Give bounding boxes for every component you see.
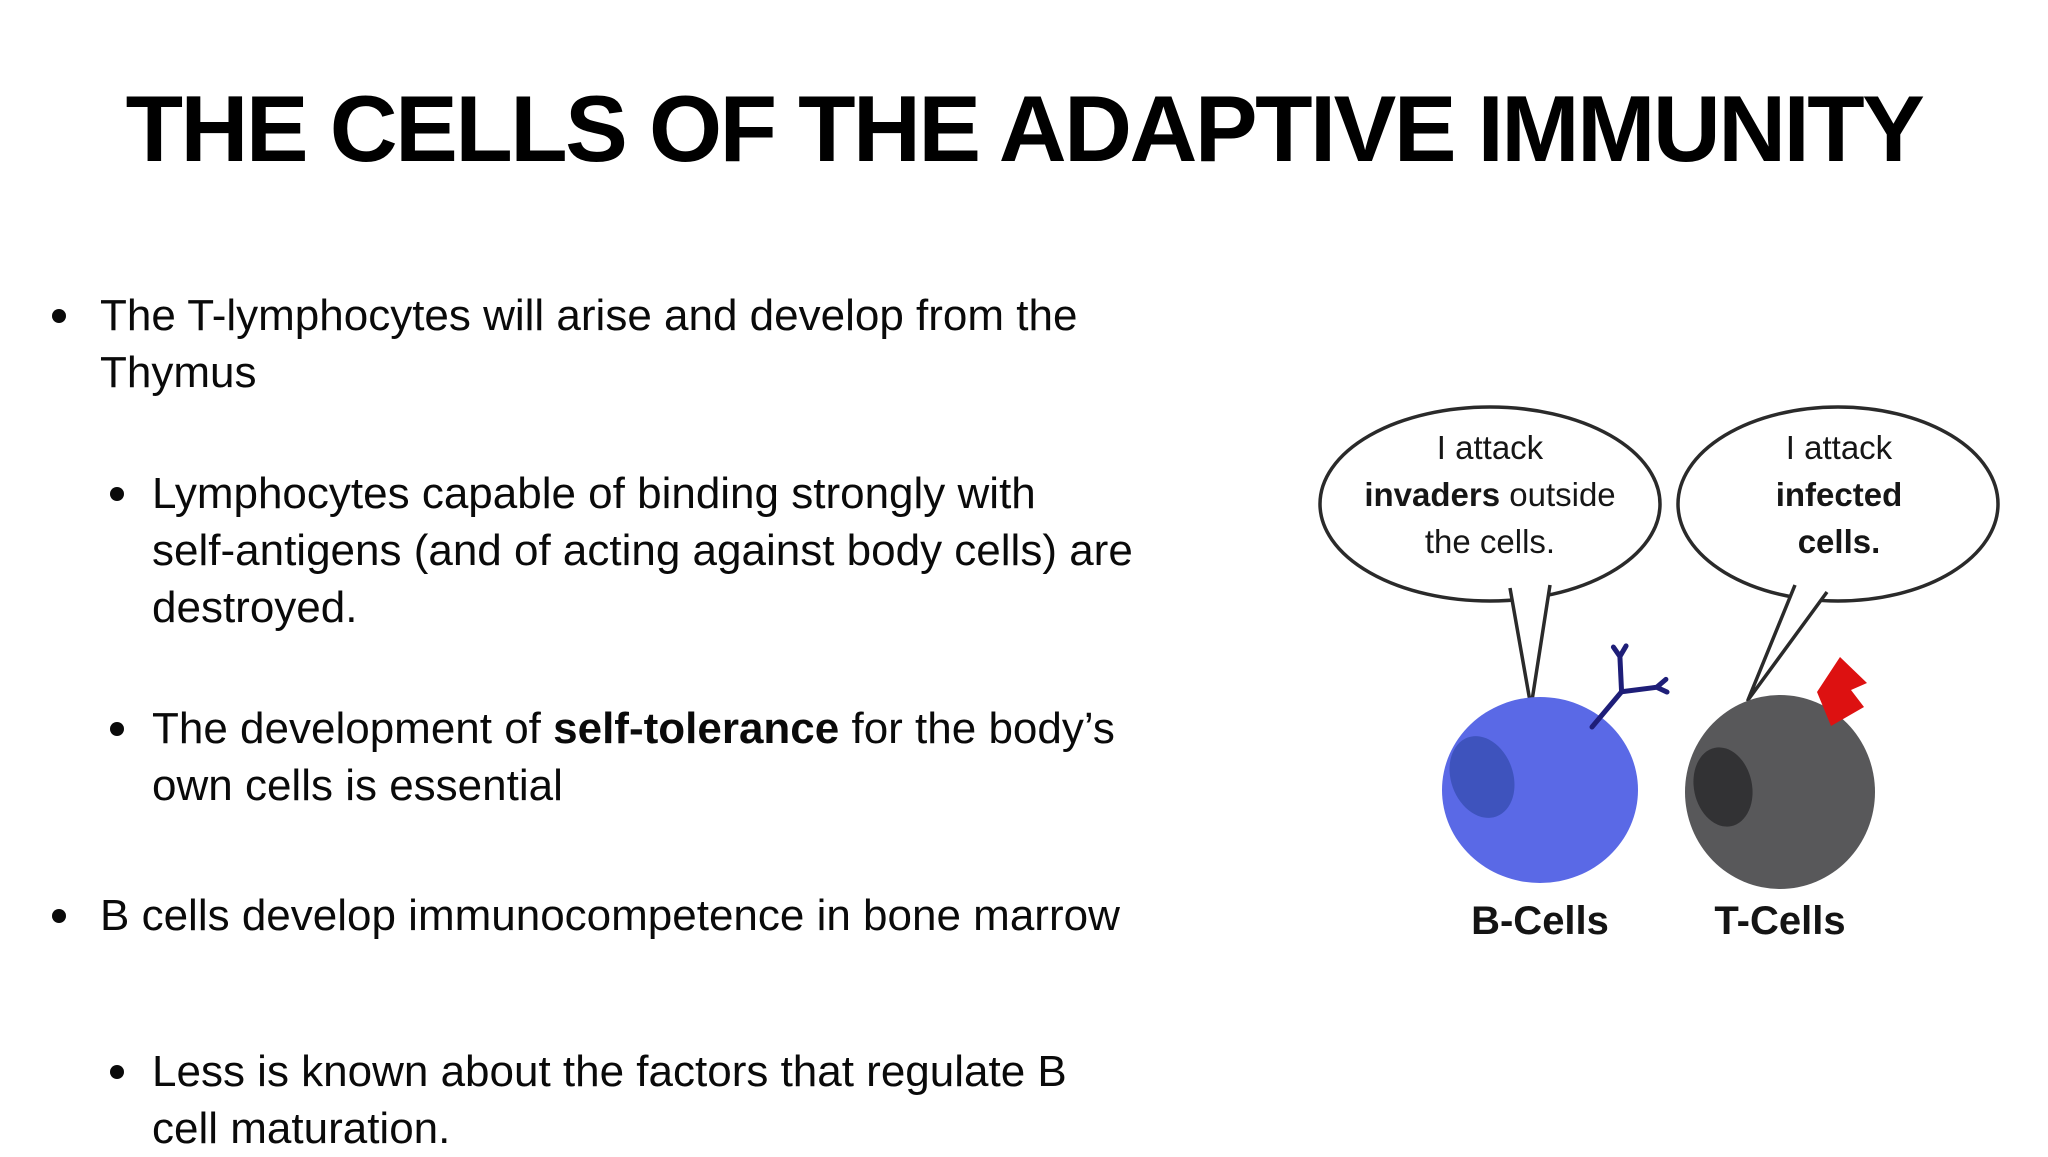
bullet-dot xyxy=(52,309,66,323)
t-cell-shape xyxy=(1685,695,1875,889)
bullet-line: Thymus xyxy=(100,348,257,397)
speech-bubble-b xyxy=(1318,405,1662,603)
bold-cells: cells. xyxy=(1797,523,1881,560)
speech-bubble-t-tail xyxy=(1746,584,1829,702)
t-cell-nucleus xyxy=(1693,747,1753,827)
bullet-line: own cells is essential xyxy=(152,761,563,810)
bullet-dot xyxy=(110,487,124,501)
bullet-line: self-antigens (and of acting against bod… xyxy=(152,526,1133,575)
bold-self-tolerance: self-tolerance xyxy=(553,704,840,753)
bt-cells-diagram xyxy=(1318,405,2000,889)
bullet-line: The T-lymphocytes will arise and develop… xyxy=(100,291,1078,340)
bullet-line: Less is known about the factors that reg… xyxy=(152,1047,1067,1096)
speech-bubble-b-tail xyxy=(1508,584,1552,709)
bullet-line: cell maturation. xyxy=(152,1104,451,1153)
bold-infected: infected xyxy=(1775,476,1903,513)
b-bubble-text: I attack invaders outside the cells. xyxy=(1364,429,1616,560)
bullet-dot xyxy=(52,909,66,923)
bold-invaders: invaders xyxy=(1364,476,1501,513)
bullet-line: destroyed. xyxy=(152,583,358,632)
antigen-flag-icon xyxy=(1817,657,1867,726)
b-cells-label: B-Cells xyxy=(1471,899,1609,943)
speech-bubble-t xyxy=(1676,405,2000,603)
bullet-dot xyxy=(110,1065,124,1079)
slide-title: THE CELLS OF THE ADAPTIVE IMMUNITY xyxy=(125,76,1925,181)
bullet-dot xyxy=(110,722,124,736)
t-bubble-text: I attack infected cells. xyxy=(1775,429,1903,560)
bullet-line: Lymphocytes capable of binding strongly … xyxy=(152,469,1036,518)
bullet-line: B cells develop immunocompetence in bone… xyxy=(100,891,1120,940)
bullet-line: The development of self-tolerance for th… xyxy=(152,704,1115,753)
antibody-icon xyxy=(1589,643,1670,730)
b-cell-nucleus xyxy=(1449,736,1515,818)
t-cells-label: T-Cells xyxy=(1714,899,1846,943)
